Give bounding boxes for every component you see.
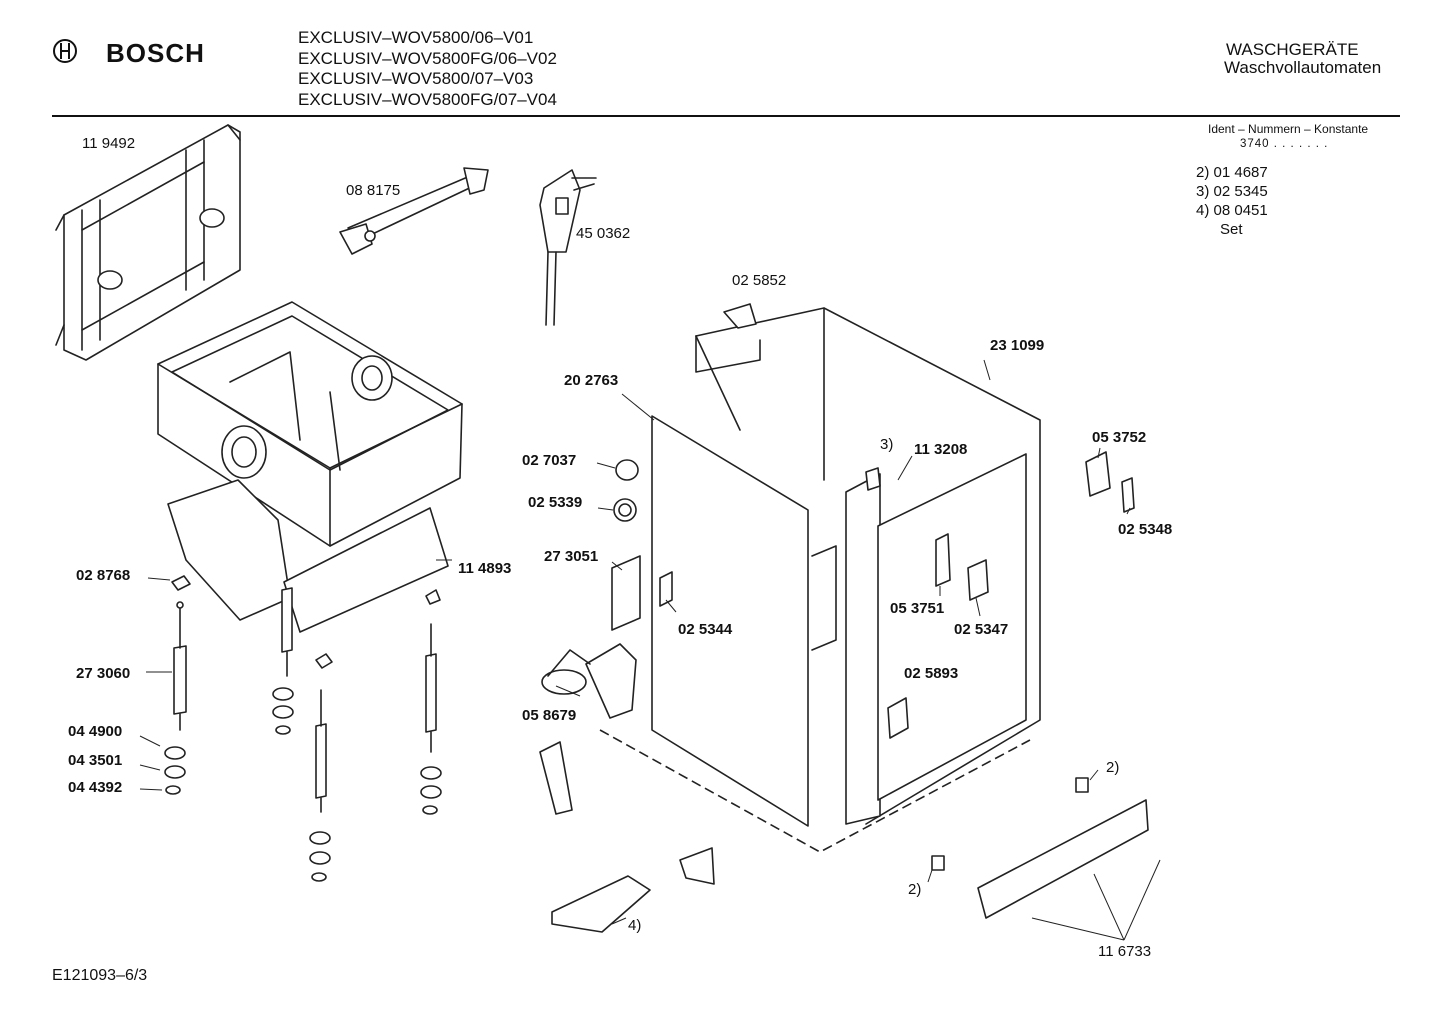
part-label: 02 8768 — [76, 567, 131, 584]
part-label: 04 4392 — [68, 779, 123, 796]
part-label: 02 5893 — [904, 665, 959, 682]
footnote: Set — [1220, 221, 1243, 238]
part-label: 05 8679 — [522, 707, 577, 724]
shock-absorbers-drawing — [164, 575, 442, 882]
part-label: 02 7037 — [522, 452, 577, 469]
part-label: 20 2763 — [564, 372, 619, 389]
footnote: 2) 01 4687 — [1196, 164, 1268, 181]
part-label: 05 3751 — [890, 600, 945, 617]
part-label: 02 5852 — [732, 272, 787, 289]
part-label: 4) — [628, 917, 642, 934]
model-list: EXCLUSIV–WOV5800/06–V01 EXCLUSIV–WOV5800… — [298, 28, 557, 110]
brand-name: BOSCH — [106, 38, 205, 68]
subcategory-title: Waschvollautomaten — [1224, 58, 1382, 77]
part-label: 04 3501 — [68, 752, 123, 769]
part-label: 02 5344 — [678, 621, 733, 638]
part-label: 2) — [908, 881, 922, 898]
bosch-logo-icon — [53, 39, 77, 63]
part-label: 02 5339 — [528, 494, 583, 511]
part-label: 3) — [880, 436, 894, 453]
part-label: 45 0362 — [576, 225, 631, 242]
model-line: EXCLUSIV–WOV5800/06–V01 — [298, 28, 534, 47]
part-label: 27 3060 — [76, 665, 131, 682]
small-parts-drawing — [539, 303, 1149, 933]
part-label: 11 6733 — [1098, 943, 1152, 960]
part-label: 11 4893 — [458, 560, 512, 577]
drawing-code: E121093–6/3 — [52, 967, 148, 984]
part-label: 11 9492 — [82, 135, 136, 152]
power-plug-drawing — [539, 169, 597, 326]
model-line: EXCLUSIV–WOV5800FG/06–V02 — [298, 48, 557, 68]
footnote: 3) 02 5345 — [1196, 183, 1268, 200]
part-label: 23 1099 — [990, 337, 1045, 354]
model-line: EXCLUSIV–WOV5800FG/07–V04 — [298, 89, 557, 109]
part-label: 02 5347 — [954, 621, 1009, 638]
model-line: EXCLUSIV–WOV5800/07–V03 — [298, 69, 534, 88]
wrench-drawing — [339, 167, 489, 255]
part-label: 04 4900 — [68, 723, 123, 740]
tub-housing-drawing — [157, 301, 463, 633]
part-label: 11 3208 — [914, 441, 968, 458]
part-label: 05 3752 — [1092, 429, 1147, 446]
category-title: WASCHGERÄTE — [1226, 40, 1359, 59]
footnote: 4) 08 0451 — [1196, 202, 1268, 219]
part-label: 02 5348 — [1118, 521, 1173, 538]
leader-lines — [139, 359, 1161, 941]
mounting-frame-drawing — [55, 124, 241, 361]
header-divider — [52, 115, 1400, 117]
part-label: 27 3051 — [544, 548, 599, 565]
ident-constant: 3740 . . . . . . . — [1240, 138, 1329, 150]
ident-title: Ident – Nummern – Konstante — [1208, 122, 1369, 136]
part-label: 08 8175 — [346, 182, 401, 199]
part-label: 2) — [1106, 759, 1120, 776]
